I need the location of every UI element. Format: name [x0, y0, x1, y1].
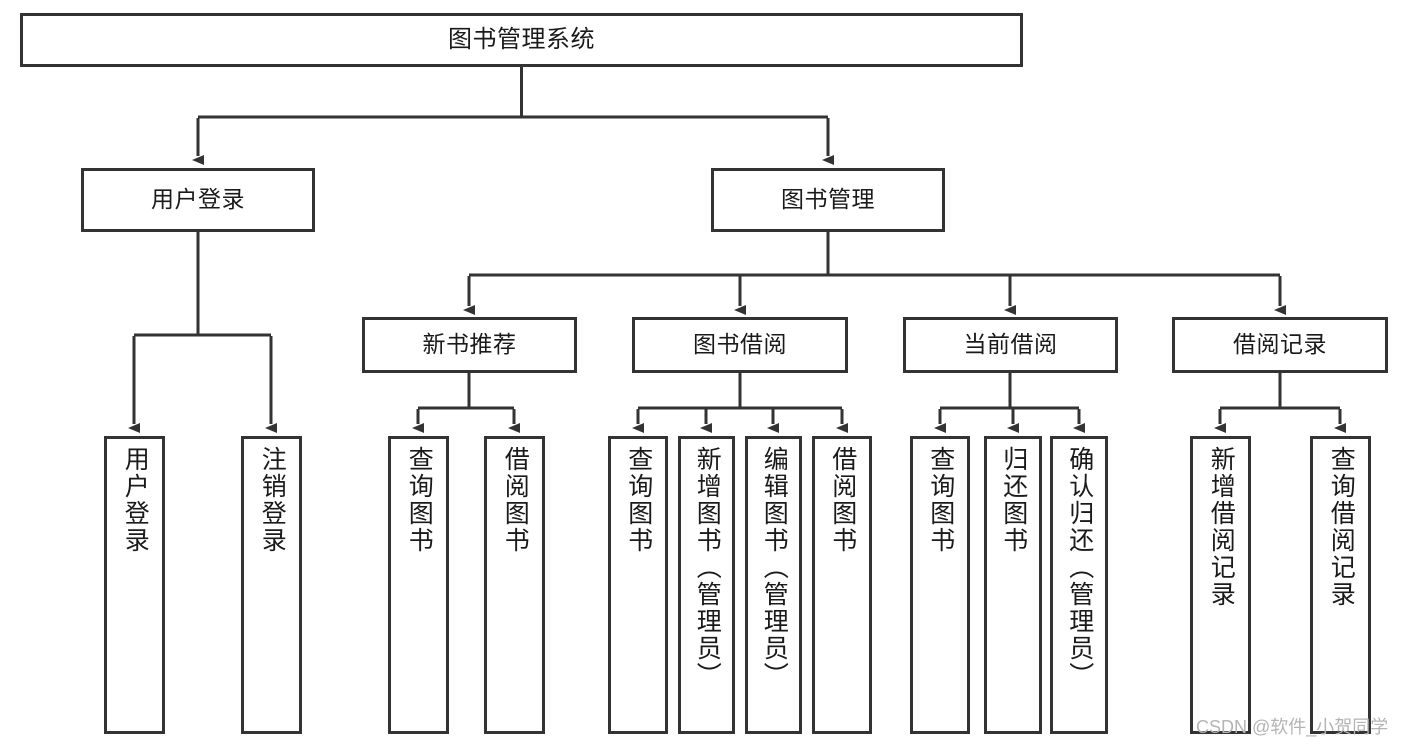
node-book-manage[interactable]: 图书管理 — [711, 168, 945, 232]
node-leaf-borrow-book-nb[interactable]: 借阅图书 — [484, 436, 545, 734]
node-new-book-recommend[interactable]: 新书推荐 — [362, 317, 577, 373]
node-leaf-logout[interactable]: 注销登录 — [241, 436, 302, 734]
node-leaf-query-book-cb[interactable]: 查询图书 — [910, 436, 970, 734]
node-leaf-confirm-return-label: 确认归还（管理员） — [1065, 446, 1094, 689]
node-current-borrow[interactable]: 当前借阅 — [903, 317, 1118, 373]
node-leaf-query-book-bb[interactable]: 查询图书 — [608, 436, 668, 734]
node-leaf-query-book-nb-label: 查询图书 — [405, 446, 434, 554]
node-leaf-edit-book[interactable]: 编辑图书（管理员） — [745, 436, 802, 734]
node-leaf-add-book[interactable]: 新增图书（管理员） — [678, 436, 735, 734]
node-leaf-logout-label: 注销登录 — [258, 446, 287, 554]
node-leaf-query-book-cb-label: 查询图书 — [926, 446, 955, 554]
node-root[interactable]: 图书管理系统 — [20, 13, 1023, 67]
node-leaf-add-record[interactable]: 新增借阅记录 — [1190, 436, 1251, 734]
node-leaf-add-book-label: 新增图书（管理员） — [693, 446, 722, 689]
node-leaf-user-login[interactable]: 用户登录 — [104, 436, 165, 734]
node-leaf-return-book[interactable]: 归还图书 — [984, 436, 1042, 734]
node-leaf-borrow-book-nb-label: 借阅图书 — [501, 446, 530, 554]
node-book-borrow[interactable]: 图书借阅 — [632, 317, 848, 373]
node-book-borrow-label: 图书借阅 — [693, 331, 787, 358]
node-leaf-borrow-book-bb[interactable]: 借阅图书 — [812, 436, 872, 734]
csdn-watermark: CSDN @软件_小贺同学 — [1196, 717, 1389, 737]
node-user-login-label: 用户登录 — [151, 186, 245, 213]
node-leaf-confirm-return[interactable]: 确认归还（管理员） — [1050, 436, 1108, 734]
node-current-borrow-label: 当前借阅 — [963, 331, 1058, 358]
node-leaf-query-book-bb-label: 查询图书 — [624, 446, 653, 554]
node-new-book-recommend-label: 新书推荐 — [422, 331, 517, 358]
node-borrow-record[interactable]: 借阅记录 — [1172, 317, 1388, 373]
node-leaf-query-record[interactable]: 查询借阅记录 — [1310, 436, 1371, 734]
node-user-login[interactable]: 用户登录 — [81, 168, 315, 232]
node-root-label: 图书管理系统 — [448, 25, 595, 53]
node-leaf-query-book-nb[interactable]: 查询图书 — [388, 436, 449, 734]
node-leaf-return-book-label: 归还图书 — [999, 446, 1028, 554]
node-book-manage-label: 图书管理 — [781, 186, 875, 213]
node-leaf-borrow-book-bb-label: 借阅图书 — [828, 446, 857, 554]
node-borrow-record-label: 借阅记录 — [1233, 331, 1327, 358]
node-leaf-add-record-label: 新增借阅记录 — [1207, 446, 1236, 608]
node-leaf-query-record-label: 查询借阅记录 — [1327, 446, 1356, 608]
node-leaf-user-login-label: 用户登录 — [121, 446, 150, 554]
node-leaf-edit-book-label: 编辑图书（管理员） — [760, 446, 789, 689]
